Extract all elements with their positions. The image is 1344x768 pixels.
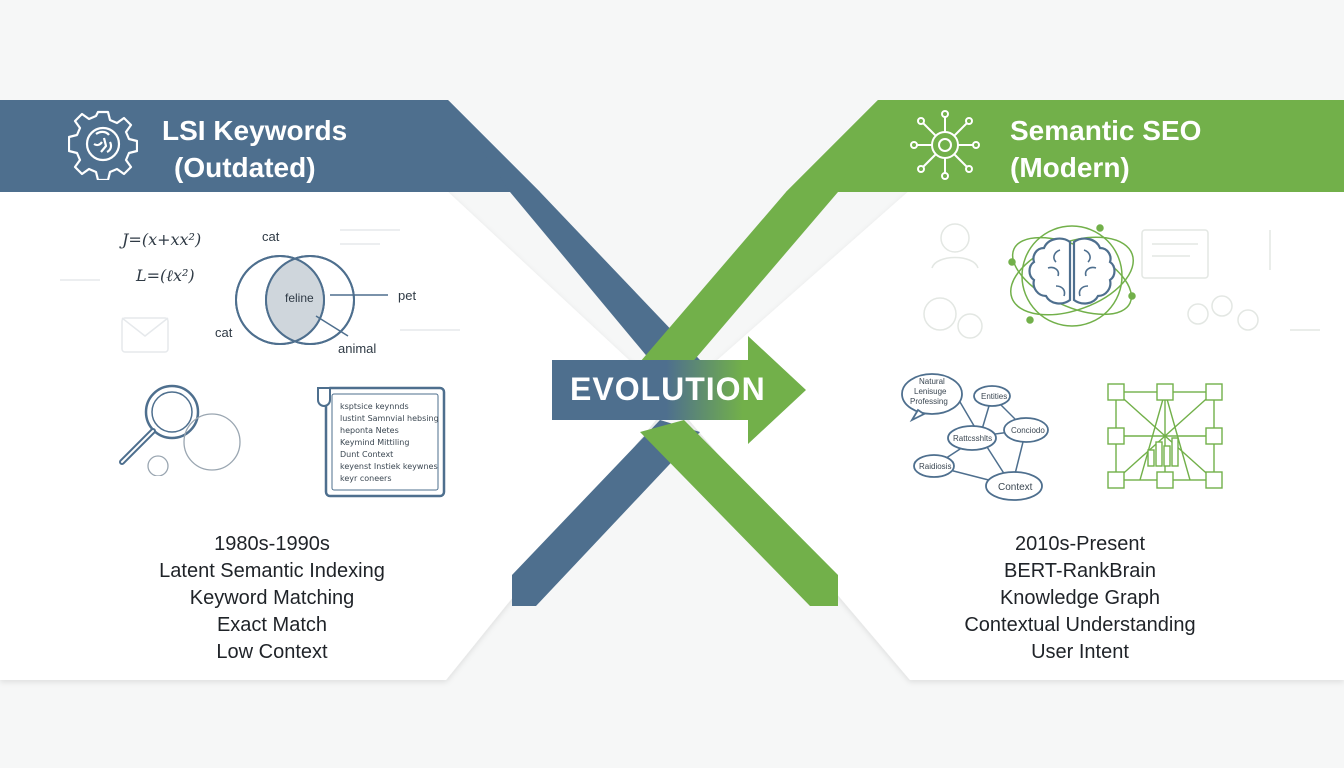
right-title: Semantic SEO (Modern)	[1010, 112, 1201, 186]
list-item: 1980s-1990s	[214, 533, 330, 555]
blue-diagonal-upper	[448, 100, 700, 372]
graph-node: Lenisuge	[914, 387, 947, 396]
list-item: Latent Semantic Indexing	[159, 560, 385, 582]
doc-line: keyenst Instiek keywnes	[340, 462, 438, 471]
venn-label-top: cat	[262, 229, 280, 244]
graph-node: Rattcsshlts	[953, 434, 992, 443]
document-icon	[317, 386, 446, 498]
left-title-line1: LSI Keywords	[162, 115, 348, 146]
right-header-band	[786, 100, 1344, 192]
list-item: Exact Match	[216, 614, 328, 636]
doc-line: lustint Samnvial hebsing	[340, 414, 439, 423]
graph-node: Professing	[910, 397, 948, 406]
left-title: LSI Keywords (Outdated)	[162, 112, 347, 186]
venn-label-center: feline	[285, 291, 314, 305]
list-item: 2010s-Present	[1014, 533, 1146, 555]
gear-brain-icon	[68, 110, 138, 180]
green-diagonal-lower	[640, 420, 838, 606]
graph-node: Natural	[919, 377, 945, 386]
green-diagonal-upper	[640, 100, 878, 372]
doc-line: Keymind Mittiling	[340, 438, 410, 447]
magnifying-glass-icon	[119, 384, 241, 476]
graph-node: Conciodo	[1011, 426, 1045, 435]
left-title-line2: (Outdated)	[174, 152, 316, 183]
analytics-network-icon	[1107, 383, 1223, 489]
venn-label-bottom: cat	[215, 325, 233, 340]
list-item: Low Context	[216, 641, 328, 663]
list-item: BERT-RankBrain	[1004, 560, 1156, 582]
doc-line: heponta Netes	[340, 426, 399, 435]
list-item: User Intent	[1031, 641, 1129, 663]
doc-line: Dunt Context	[340, 450, 394, 459]
left-feature-list: 1980s-1990s Latent Semantic Indexing Key…	[122, 531, 422, 666]
right-faint-doodles	[923, 223, 1320, 339]
list-item: Contextual Understanding	[964, 614, 1196, 636]
graph-node: Raidiosis	[919, 462, 951, 471]
formula-2: L=(ℓx²)	[136, 266, 195, 285]
list-item: Knowledge Graph	[999, 587, 1161, 609]
graph-node: Context	[998, 482, 1033, 493]
brain-icon	[1008, 224, 1136, 327]
doc-line: keyr coneers	[340, 474, 392, 483]
left-faint-doodles	[60, 229, 460, 353]
formula-1: J=(x+xx²)	[122, 230, 202, 249]
venn-label-animal: animal	[338, 341, 377, 356]
graph-node: Entities	[981, 392, 1007, 401]
venn-label-pet: pet	[398, 288, 417, 303]
evolution-arrow	[552, 336, 806, 444]
right-title-line1: Semantic SEO	[1010, 115, 1202, 146]
right-feature-list: 2010s-Present BERT-RankBrain Knowledge G…	[930, 531, 1230, 666]
knowledge-graph: Natural Lenisuge Professing Entities Rat…	[901, 373, 1049, 501]
neural-network-icon	[910, 110, 980, 180]
doc-line: ksptsice keynnds	[340, 402, 409, 411]
document-text: ksptsice keynnds lustint Samnvial hebsin…	[340, 401, 439, 485]
evolution-label: EVOLUTION	[570, 371, 766, 407]
left-header-band	[0, 100, 540, 192]
blue-diagonal-lower	[512, 420, 700, 606]
venn-diagram	[235, 255, 388, 345]
list-item: Keyword Matching	[189, 587, 355, 609]
right-title-line2: (Modern)	[1010, 152, 1130, 183]
